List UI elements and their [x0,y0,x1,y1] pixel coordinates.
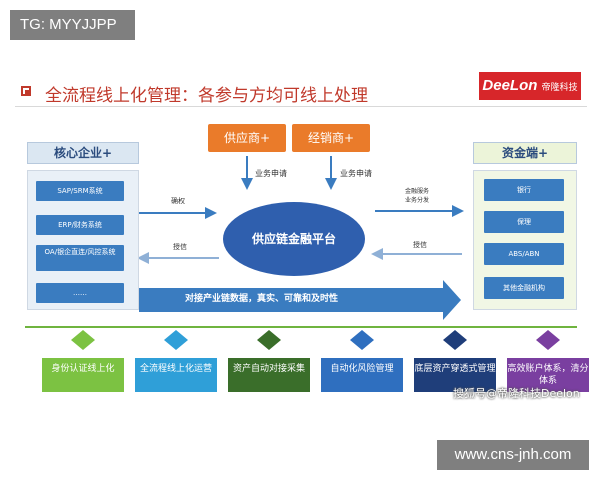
more-systems: …… [36,283,124,303]
deelon-logo: DeeLon 帝隆科技 [479,72,581,100]
supply-chain-finance-platform: 供应链金融平台 [223,202,365,276]
capital-factoring: 保理 [484,211,564,233]
supplier-box: 供应商+ [208,124,286,152]
capital-panel: 银行 保理 ABS/ABN 其他金融机构 [473,170,577,310]
diagram-slide: 全流程线上化管理：各参与方均可线上处理 DeeLon 帝隆科技 供应商+ 经销商… [15,68,589,408]
feature-auto-risk-management: 自动化风险管理 [321,358,403,392]
erp-finance-system: ERP/财务系统 [36,215,124,235]
distributor-box: 经销商+ [292,124,370,152]
apply-right-label: 业务申请 [340,169,372,178]
logo-cn: 帝隆科技 [541,82,578,92]
feature-asset-auto-collection: 资产自动对接采集 [228,358,310,392]
confirm-label: 确权 [171,197,185,205]
business-split-label: 业务分发 [405,197,430,204]
title-bullet-icon [21,86,31,96]
capital-header: 资金端+ [473,142,577,164]
capital-abs-abn: ABS/ABN [484,243,564,265]
feature-diamond-4 [350,330,374,350]
apply-left-label: 业务申请 [255,169,287,178]
core-enterprise-header: 核心企业+ [27,142,139,164]
finance-service-label: 金融服务 [405,188,430,195]
core-enterprise-panel: SAP/SRM系统 ERP/财务系统 OA/银企直连/风控系统 …… [27,170,139,310]
capital-other-institutions: 其他金融机构 [484,277,564,299]
credit-left-label: 授信 [173,243,187,251]
data-banner-text: 对接产业链数据，真实、可靠和及时性 [185,294,339,304]
feature-divider [25,326,577,328]
feature-diamond-6 [536,330,560,350]
feature-diamond-1 [71,330,95,350]
logo-brand: DeeLon [482,77,538,94]
feature-identity-online: 身份认证线上化 [42,358,124,392]
sohu-watermark: 搜狐号@帝隆科技Deelon [453,387,580,400]
feature-account-clearing: 高效账户体系，清分体系 [507,358,589,392]
feature-diamond-2 [164,330,188,350]
sap-srm-system: SAP/SRM系统 [36,181,124,201]
site-url-tag: www.cns-jnh.com [437,440,589,470]
feature-diamond-3 [257,330,281,350]
title-divider [15,106,587,107]
feature-asset-penetration: 底层资产穿透式管理 [414,358,496,392]
feature-full-process-online: 全流程线上化运营 [135,358,217,392]
capital-bank: 银行 [484,179,564,201]
oa-bank-risk-system: OA/银企直连/风控系统 [36,245,124,271]
credit-right-label: 授信 [413,241,427,249]
slide-title: 全流程线上化管理：各参与方均可线上处理 [45,86,368,106]
feature-diamond-5 [443,330,467,350]
overlay-tag: TG: MYYJJPP [10,10,135,40]
data-banner-arrow [139,280,461,320]
flow-arrows [71,156,560,350]
